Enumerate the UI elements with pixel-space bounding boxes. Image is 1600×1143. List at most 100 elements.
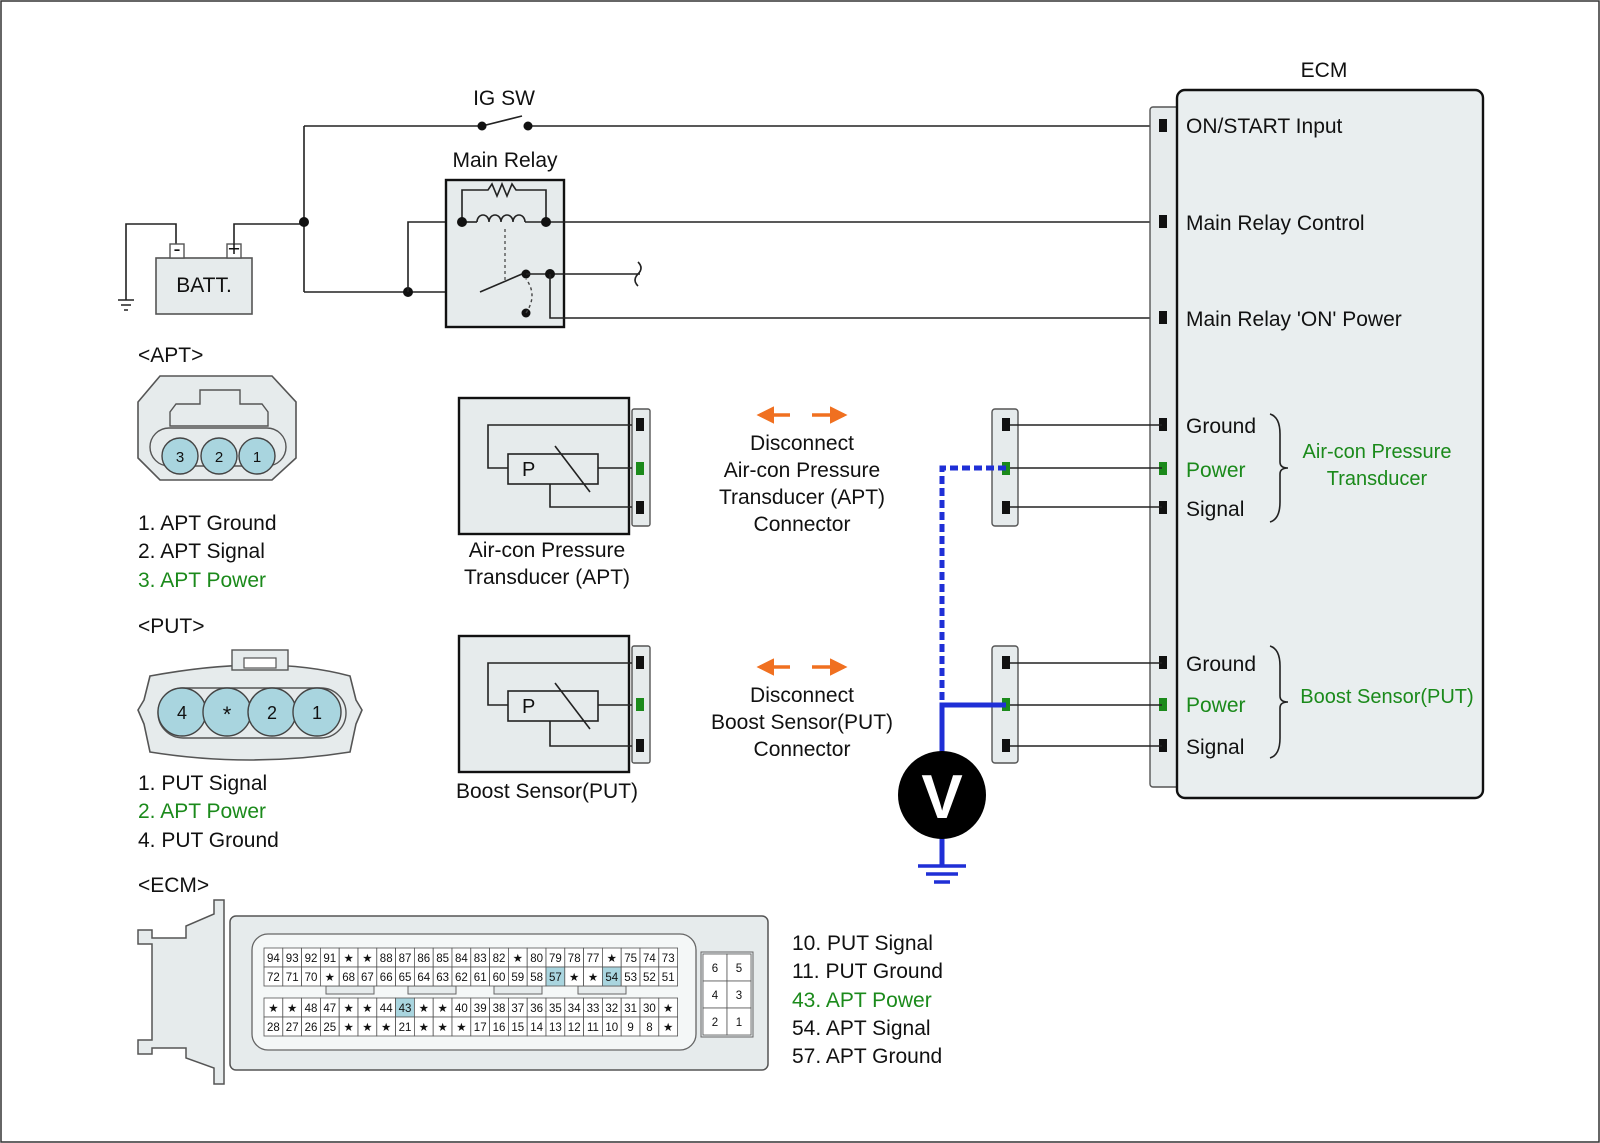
ecm-pin-number: 12 (568, 1022, 581, 1034)
ecm-pin-number: 94 (267, 953, 280, 965)
ecm-pin-number: 34 (568, 1003, 581, 1015)
ecm-small-pin-cell (702, 1007, 728, 1036)
ecm-put-ground-label: Ground (1186, 653, 1256, 676)
ecm-module: ECM ON/START Input Main Relay Control Ma… (1149, 59, 1485, 800)
ecm-pin-number: 70 (305, 972, 318, 984)
ecm-pin-number: 67 (361, 972, 374, 984)
put-connector-heading: <PUT> (138, 615, 205, 638)
ecm-small-pin-number: 4 (712, 990, 719, 1002)
ecm-pin-number: ★ (456, 1022, 466, 1034)
ecm-pin-number: 48 (305, 1003, 318, 1015)
ecm-pin-number: 28 (267, 1022, 280, 1034)
battery-minus-terminal (169, 243, 185, 259)
ecm-pin-number: 61 (474, 972, 487, 984)
ecm-pin-number: ★ (343, 1003, 353, 1015)
supply-circuit: - + BATT. IG SW Main Relay (118, 87, 1162, 329)
ecm-pin-apt-power (1159, 462, 1167, 475)
ecm-small-pin-cell (702, 953, 728, 982)
voltmeter: V (898, 465, 1006, 884)
apt-pin-number: 1 (253, 449, 261, 466)
apt-disconnect-line: Transducer (APT) (719, 486, 885, 509)
apt-legend-item: 2. APT Signal (138, 540, 265, 563)
put-sensor: P Boost Sensor(PUT) (456, 634, 651, 803)
put-legend-item: 2. APT Power (138, 800, 266, 823)
ecm-pin-number: 60 (493, 972, 506, 984)
put-pin-number: 2 (267, 703, 277, 723)
ecm-small-pin-cell (702, 980, 728, 1009)
put-disconnect-line: Connector (754, 738, 851, 761)
ecm-pin-number: 84 (455, 953, 468, 965)
ecm-pin-number: 33 (587, 1003, 600, 1015)
ecm-apt-power-label: Power (1186, 459, 1246, 482)
ecm-pin-number: 35 (549, 1003, 562, 1015)
ecm-pin-number: 91 (323, 953, 336, 965)
ecm-pin-apt-signal (1159, 501, 1167, 514)
put-disconnect-note: Disconnect Boost Sensor(PUT) Connector (711, 658, 893, 761)
ecm-terminal-label: Main Relay Control (1186, 212, 1365, 235)
ecm-pin-relay-control (1159, 215, 1167, 228)
battery-minus-label: - (174, 238, 181, 261)
ecm-pin-number: 63 (436, 972, 449, 984)
ecm-small-pin-cell (726, 953, 752, 982)
ecm-pin-number: 79 (549, 953, 562, 965)
ecm-legend-item: 43. APT Power (792, 989, 932, 1012)
put-legend-item: 1. PUT Signal (138, 772, 267, 795)
apt-disconnect-line: Connector (754, 513, 851, 536)
apt-legend-item: 3. APT Power (138, 569, 266, 592)
ecm-pin-number: 78 (568, 953, 581, 965)
ecm-pin-number: 71 (286, 972, 299, 984)
ecm-box (1175, 88, 1485, 800)
voltmeter-icon (898, 751, 986, 839)
ecm-apt-signal-label: Signal (1186, 498, 1244, 521)
put-pin-number: 1 (312, 703, 322, 723)
put-connector-view: <PUT> 4 * 2 1 1. PUT Signal 2. APT Power… (137, 615, 363, 852)
ecm-pin-number: ★ (419, 1003, 429, 1015)
ecm-pin-number: 85 (436, 953, 449, 965)
ecm-pin-number: ★ (362, 953, 372, 965)
ecm-pin-number: 9 (627, 1022, 633, 1034)
ecm-put-power-label: Power (1186, 694, 1246, 717)
put-disconnect-line: Disconnect (750, 684, 854, 707)
ecm-pin-number: 75 (624, 953, 637, 965)
ecm-apt-group-label: Air-con Pressure (1303, 441, 1452, 463)
put-pin-number: * (223, 702, 232, 727)
put-sensor-name: Boost Sensor(PUT) (456, 780, 638, 803)
ecm-pin-number: ★ (437, 1003, 447, 1015)
apt-group-brace (1269, 413, 1289, 523)
battery-plus-label: + (228, 238, 240, 261)
ecm-pin-number: 83 (474, 953, 487, 965)
ecm-pin-number: ★ (513, 953, 523, 965)
battery-box (155, 257, 253, 315)
ecm-pin-number: ★ (607, 953, 617, 965)
voltmeter-symbol: V (921, 763, 962, 832)
ecm-pin-number: 38 (493, 1003, 506, 1015)
ecm-pin-number: 59 (511, 972, 524, 984)
ecm-small-pin-number: 6 (712, 963, 718, 975)
apt-p-symbol: P (522, 459, 535, 481)
ecm-small-pin-number: 3 (736, 990, 742, 1002)
ecm-pin-number: 53 (624, 972, 637, 984)
battery-label: BATT. (176, 274, 232, 297)
ecm-put-group-label: Boost Sensor(PUT) (1300, 686, 1473, 708)
ecm-pin-apt-ground (1159, 418, 1167, 431)
ecm-pin-number: 36 (530, 1003, 543, 1015)
ecm-pin-number: ★ (588, 972, 598, 984)
apt-connector-view: <APT> 3 2 1 1. APT Ground 2. APT Signal … (137, 344, 297, 592)
ecm-pin-put-power (1159, 698, 1167, 711)
put-sensor-box (457, 634, 631, 774)
ecm-pin-number: 37 (511, 1003, 524, 1015)
ecm-pin-number: 32 (605, 1003, 618, 1015)
ecm-apt-ground-label: Ground (1186, 415, 1256, 438)
put-disconnect-line: Boost Sensor(PUT) (711, 711, 893, 734)
ecm-pin-number: 30 (643, 1003, 656, 1015)
ecm-pin-number: 40 (455, 1003, 468, 1015)
apt-pin-number: 2 (215, 449, 223, 466)
apt-sensor-name: Transducer (APT) (464, 566, 630, 589)
ecm-pin-number: 80 (530, 953, 543, 965)
apt-harness-connector (991, 408, 1162, 527)
ecm-terminal-label: Main Relay 'ON' Power (1186, 308, 1402, 331)
